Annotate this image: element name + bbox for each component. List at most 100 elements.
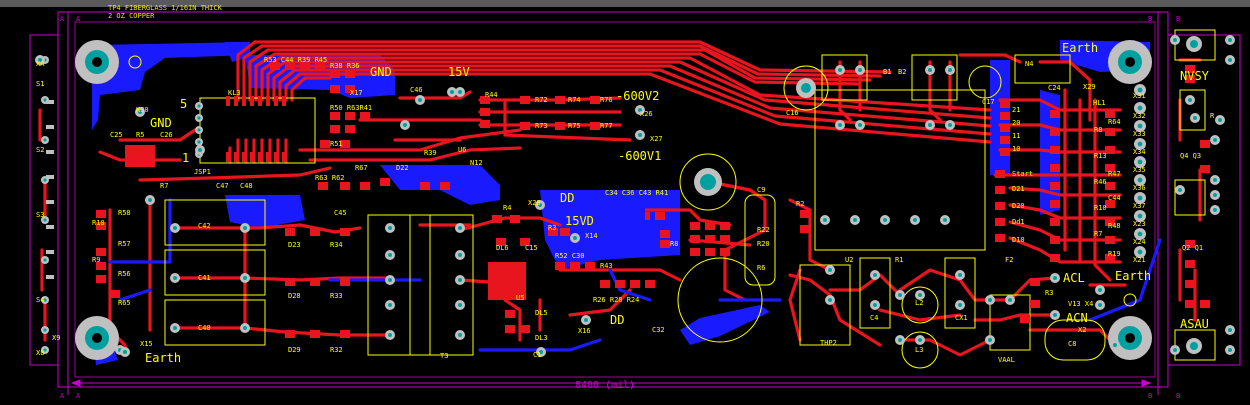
- label-acn: ACN: [1066, 311, 1088, 325]
- ref-r64: R64: [1108, 118, 1121, 126]
- ref-r57: R57: [118, 240, 131, 248]
- frame-letter-b3: B: [1148, 392, 1152, 400]
- ref-r1: R1: [895, 256, 903, 264]
- frame-letter-a1: A: [60, 15, 65, 23]
- ref-c4: C4: [870, 314, 878, 322]
- ref-pin10: 10: [1012, 145, 1020, 153]
- ref-c26: C26: [160, 131, 173, 139]
- ref-x23: X23: [1133, 220, 1146, 228]
- ref-r6: R6: [757, 264, 765, 272]
- ref-x34: X34: [1133, 148, 1146, 156]
- ref-t3: T3: [440, 352, 448, 360]
- frame-letter-b4: B: [1176, 392, 1180, 400]
- ref-r67: R67: [355, 164, 368, 172]
- ref-jsp1: JSP1: [194, 168, 211, 176]
- ref-q2: Q2 Q1: [1182, 244, 1203, 252]
- ref-r38: R38 R36: [330, 62, 360, 70]
- frame-letter-a2: A: [76, 15, 81, 23]
- ref-r51: R51: [330, 140, 343, 148]
- smd-pads: [125, 145, 645, 300]
- ref-r22: R22: [757, 226, 770, 234]
- ref-c45: C45: [334, 209, 347, 217]
- ref-r10b: R10: [1094, 204, 1107, 212]
- ref-start: Start: [1012, 170, 1033, 178]
- ref-x2: X2: [1078, 326, 1086, 334]
- ref-kl3: KL3: [228, 89, 241, 97]
- ref-c42: C42: [198, 222, 211, 230]
- ref-x27: X27: [650, 135, 663, 143]
- ref-r20: R20: [757, 240, 770, 248]
- ref-r4: R4: [503, 204, 511, 212]
- ref-vaal: VAAL: [998, 356, 1015, 364]
- ref-v13: V13 X4: [1068, 300, 1093, 308]
- board-frame: [29, 11, 1241, 395]
- ref-designators: KL3 K30 R5 C25 C26 R7 C47 C48 JSP1 R53 C…: [36, 56, 1215, 364]
- ref-r7b: R7: [1094, 230, 1102, 238]
- ref-r76: R76: [600, 96, 613, 104]
- ref-r56: R56: [118, 270, 131, 278]
- ref-cx1: CX1: [955, 314, 968, 322]
- ref-r77: R77: [600, 122, 613, 130]
- label-acl: ACL: [1063, 271, 1085, 285]
- ref-r53: R53 C44 R39 R45: [264, 56, 327, 64]
- mounting-hole-tl: [75, 40, 119, 84]
- ref-x17: X17: [350, 89, 363, 97]
- ref-s1: S1: [36, 80, 44, 88]
- ref-c40: C40: [198, 324, 211, 332]
- ref-l3: L3: [915, 346, 923, 354]
- ref-c16: C16: [786, 109, 799, 117]
- ic-kl3-outline: [199, 97, 316, 164]
- label-600v2: -600V2: [616, 89, 659, 103]
- ref-x36: X36: [1133, 184, 1146, 192]
- ref-k30: K30: [136, 106, 149, 114]
- ref-r13: R13: [1094, 152, 1107, 160]
- ref-x21: X21: [1133, 256, 1146, 264]
- ref-r50: R50 R63R41: [330, 104, 372, 112]
- ref-r10: R10: [92, 219, 105, 227]
- ref-c48: C48: [240, 182, 253, 190]
- ref-c9: C9: [757, 186, 765, 194]
- ref-r75: R75: [568, 122, 581, 130]
- dimension-label: 8400 (mil): [575, 380, 635, 391]
- ref-c47: C47: [216, 182, 229, 190]
- ref-dd1: Dd1: [1012, 218, 1025, 226]
- u5-thermal-pad: [488, 262, 526, 300]
- ref-r73: R73: [535, 122, 548, 130]
- ref-n4: N4: [1025, 60, 1033, 68]
- frame-letter-b2: B: [1176, 15, 1180, 23]
- ref-r-right: R: [1210, 112, 1215, 120]
- ref-d28: D28: [288, 292, 301, 300]
- ref-r72: R72: [535, 96, 548, 104]
- label-gnd-1: GND: [150, 116, 172, 130]
- ref-f2: F2: [1005, 256, 1013, 264]
- ref-xa: XA: [36, 60, 45, 68]
- ref-b1: B1: [883, 68, 891, 76]
- ref-c34: C34 C36 C43 R41: [605, 189, 668, 197]
- top-copper-traces: [38, 40, 1202, 357]
- capacitor-c32-outline: [677, 257, 763, 343]
- label-earth-bottom: Earth: [145, 351, 181, 365]
- transformer-t3-outline: [367, 214, 474, 356]
- ref-r8b: R8: [1094, 126, 1102, 134]
- ref-r3: R3: [548, 224, 556, 232]
- ref-x14: X14: [585, 232, 598, 240]
- mounting-hole-bl: [75, 316, 119, 360]
- ref-pin20: 20: [1012, 119, 1020, 127]
- ref-u5: U5: [516, 294, 524, 302]
- ref-r33: R33: [330, 292, 343, 300]
- ref-c8: C8: [1068, 340, 1076, 348]
- ref-u2: U2: [845, 256, 853, 264]
- ref-c46: C46: [410, 86, 423, 94]
- ref-d23: D23: [288, 241, 301, 249]
- ref-r19: R19: [1108, 250, 1121, 258]
- ref-pin21: 21: [1012, 106, 1020, 114]
- capacitor-c16-outline: [783, 65, 829, 111]
- label-1: 1: [182, 151, 189, 165]
- ref-r39: R39: [424, 149, 437, 157]
- ref-r46: R46: [1094, 178, 1107, 186]
- ref-x37: X37: [1133, 202, 1146, 210]
- ref-d10: D10: [1012, 236, 1025, 244]
- label-dd-1: DD: [560, 191, 574, 205]
- ref-s2: S2: [36, 146, 44, 154]
- ref-r26: R26 R28 R24: [593, 296, 639, 304]
